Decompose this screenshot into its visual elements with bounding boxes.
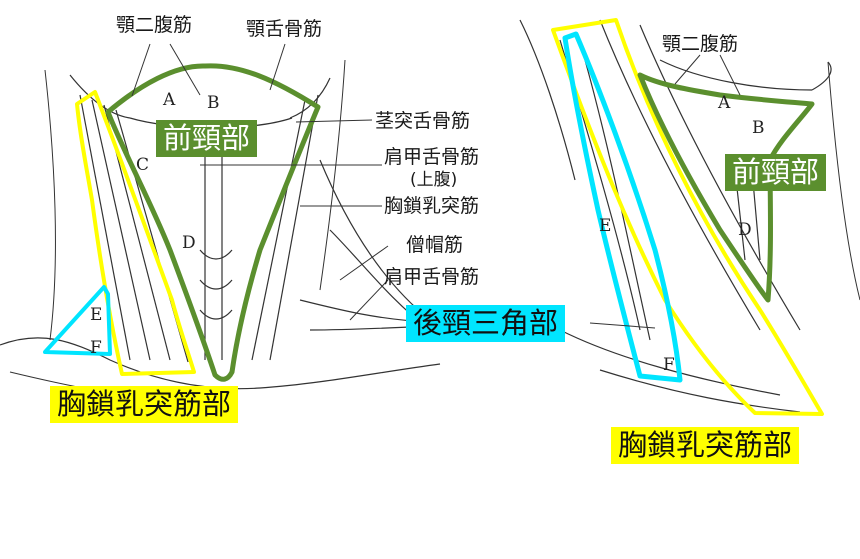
right-posterior-region-outline <box>562 31 683 383</box>
label-mylohyoid: 顎舌骨筋 <box>246 18 323 40</box>
letter-c-left: C <box>136 155 150 175</box>
left-scm-region-label: 胸鎖乳突筋部 <box>50 386 239 423</box>
letter-a-left: A <box>163 90 176 110</box>
label-stylohyoid: 茎突舌骨筋 <box>375 110 471 132</box>
letter-a-right: A <box>718 93 731 113</box>
left-posterior-region-outline <box>43 285 112 356</box>
right-posterior-region-label: 後頸三角部 <box>406 305 566 342</box>
letter-e-left: E <box>90 305 103 325</box>
letter-b-left: B <box>207 93 220 113</box>
letter-f-right: F <box>663 355 675 375</box>
left-anterior-region-outline <box>105 63 321 382</box>
letter-d-right: D <box>738 220 752 240</box>
letter-d-left: D <box>182 233 196 253</box>
right-scm-region-outline <box>551 18 824 416</box>
label-omohyoid-upper-note: (上腹) <box>410 170 458 190</box>
right-anterior-region-label: 前頸部 <box>725 154 827 191</box>
label-omohyoid: 肩甲舌骨筋 <box>384 266 480 288</box>
label-digastric-left: 顎二腹筋 <box>116 14 193 36</box>
label-scm-muscle: 胸鎖乳突筋 <box>384 195 480 217</box>
right-scm-region-label: 胸鎖乳突筋部 <box>611 427 800 464</box>
label-omohyoid-upper: 肩甲舌骨筋 <box>384 146 480 168</box>
label-digastric-right: 顎二腹筋 <box>662 33 739 55</box>
letter-e-right: E <box>599 216 612 236</box>
left-anterior-region-label: 前頸部 <box>156 120 258 157</box>
letter-b-right: B <box>752 118 765 138</box>
label-trapezius: 僧帽筋 <box>406 234 464 256</box>
leader-lines <box>131 43 741 329</box>
letter-f-left: F <box>90 338 102 358</box>
left-scm-region-outline <box>75 90 196 376</box>
